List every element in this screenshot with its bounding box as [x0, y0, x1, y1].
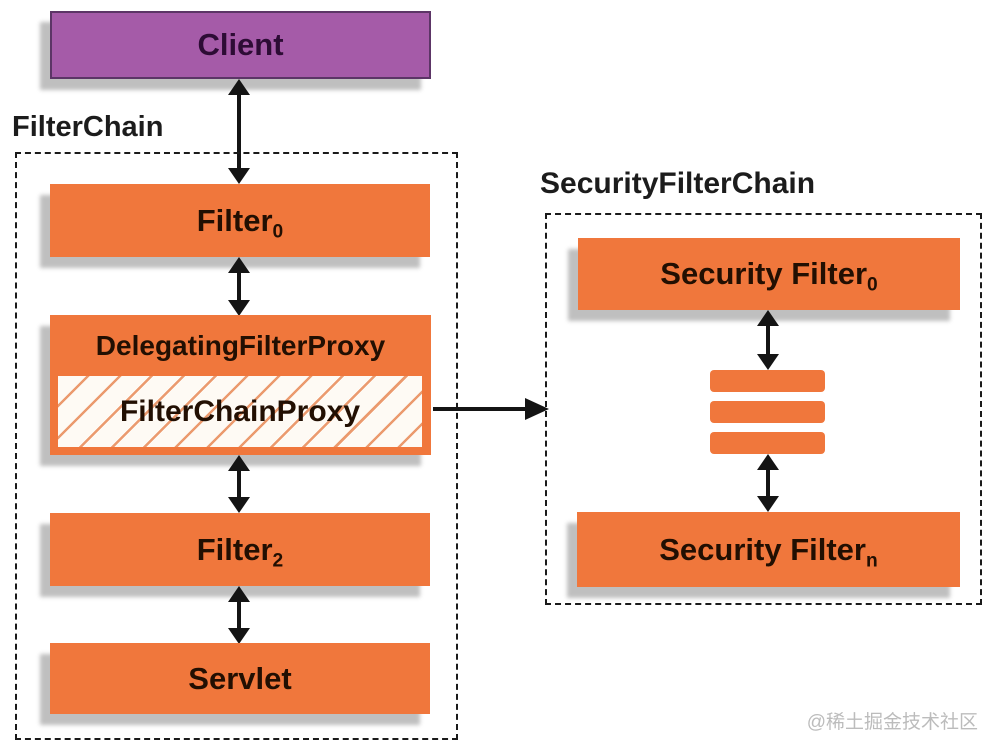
security-filter0-text: Security Filter [660, 256, 868, 291]
arrow-securityfilter0-ellipsis [757, 310, 779, 370]
arrowhead-up-icon [228, 79, 250, 95]
security-filter0-box: Security Filter0 [578, 238, 960, 310]
arrowhead-down-icon [228, 300, 250, 316]
filter-chain-proxy-label: FilterChainProxy [119, 394, 361, 428]
security-filtern-label: Security Filtern [659, 531, 878, 572]
filter0-subscript: 0 [272, 221, 284, 243]
securityfilterchain-title: SecurityFilterChain [540, 167, 816, 200]
arrow-proxy-to-securityfilterchain [433, 398, 549, 420]
delegating-filter-proxy-box: DelegatingFilterProxy FilterChainProxy [50, 315, 431, 455]
arrow-shaft [237, 95, 241, 168]
securityfilterchain-dashed-region [545, 213, 982, 605]
arrow-ellipsis-securityfiltern [757, 454, 779, 512]
arrow-shaft [237, 471, 241, 497]
arrow-filter0-delegatingproxy [228, 257, 250, 316]
arrowhead-right-icon [525, 398, 549, 420]
arrow-delegatingproxy-filter2 [228, 455, 250, 513]
filter0-text: Filter [196, 202, 273, 238]
security-filtern-box: Security Filtern [577, 512, 960, 587]
servlet-box: Servlet [50, 643, 430, 714]
arrowhead-up-icon [757, 310, 779, 326]
arrowhead-down-icon [757, 354, 779, 370]
security-filter0-subscript: 0 [867, 274, 878, 296]
client-box: Client [50, 11, 431, 79]
arrow-shaft [237, 602, 241, 628]
filter0-label: Filter0 [196, 202, 284, 243]
delegating-filter-proxy-label: DelegatingFilterProxy [95, 329, 386, 361]
filter2-subscript: 2 [272, 550, 284, 572]
arrow-shaft [766, 326, 770, 354]
arrow-shaft [766, 470, 770, 496]
arrowhead-down-icon [228, 168, 250, 184]
arrow-shaft [237, 273, 241, 300]
arrowhead-up-icon [228, 257, 250, 273]
ellipsis-bar [710, 370, 825, 392]
security-filtern-subscript: n [866, 550, 878, 572]
security-filtern-text: Security Filter [659, 531, 866, 567]
arrow-shaft [433, 407, 525, 411]
filterchain-dashed-region [15, 152, 458, 740]
security-filter0-label: Security Filter0 [660, 256, 877, 295]
filter0-box: Filter0 [50, 184, 430, 257]
servlet-label: Servlet [188, 660, 292, 696]
filter2-label: Filter2 [196, 531, 284, 572]
arrowhead-up-icon [228, 455, 250, 471]
client-label: Client [197, 27, 284, 62]
arrow-filter2-servlet [228, 586, 250, 644]
arrowhead-down-icon [228, 497, 250, 513]
arrow-client-filter0 [228, 79, 250, 184]
watermark-text: @稀土掘金技术社区 [806, 712, 978, 733]
arrowhead-up-icon [228, 586, 250, 602]
arrowhead-down-icon [228, 628, 250, 644]
arrowhead-down-icon [757, 496, 779, 512]
arrowhead-up-icon [757, 454, 779, 470]
filter2-box: Filter2 [50, 513, 430, 586]
ellipsis-bar [710, 432, 825, 454]
security-ellipsis-bars [710, 370, 825, 463]
filterchain-title: FilterChain [12, 111, 164, 143]
filter2-text: Filter [196, 531, 273, 567]
filter-chain-proxy-box: FilterChainProxy [58, 376, 422, 447]
ellipsis-bar [710, 401, 825, 423]
